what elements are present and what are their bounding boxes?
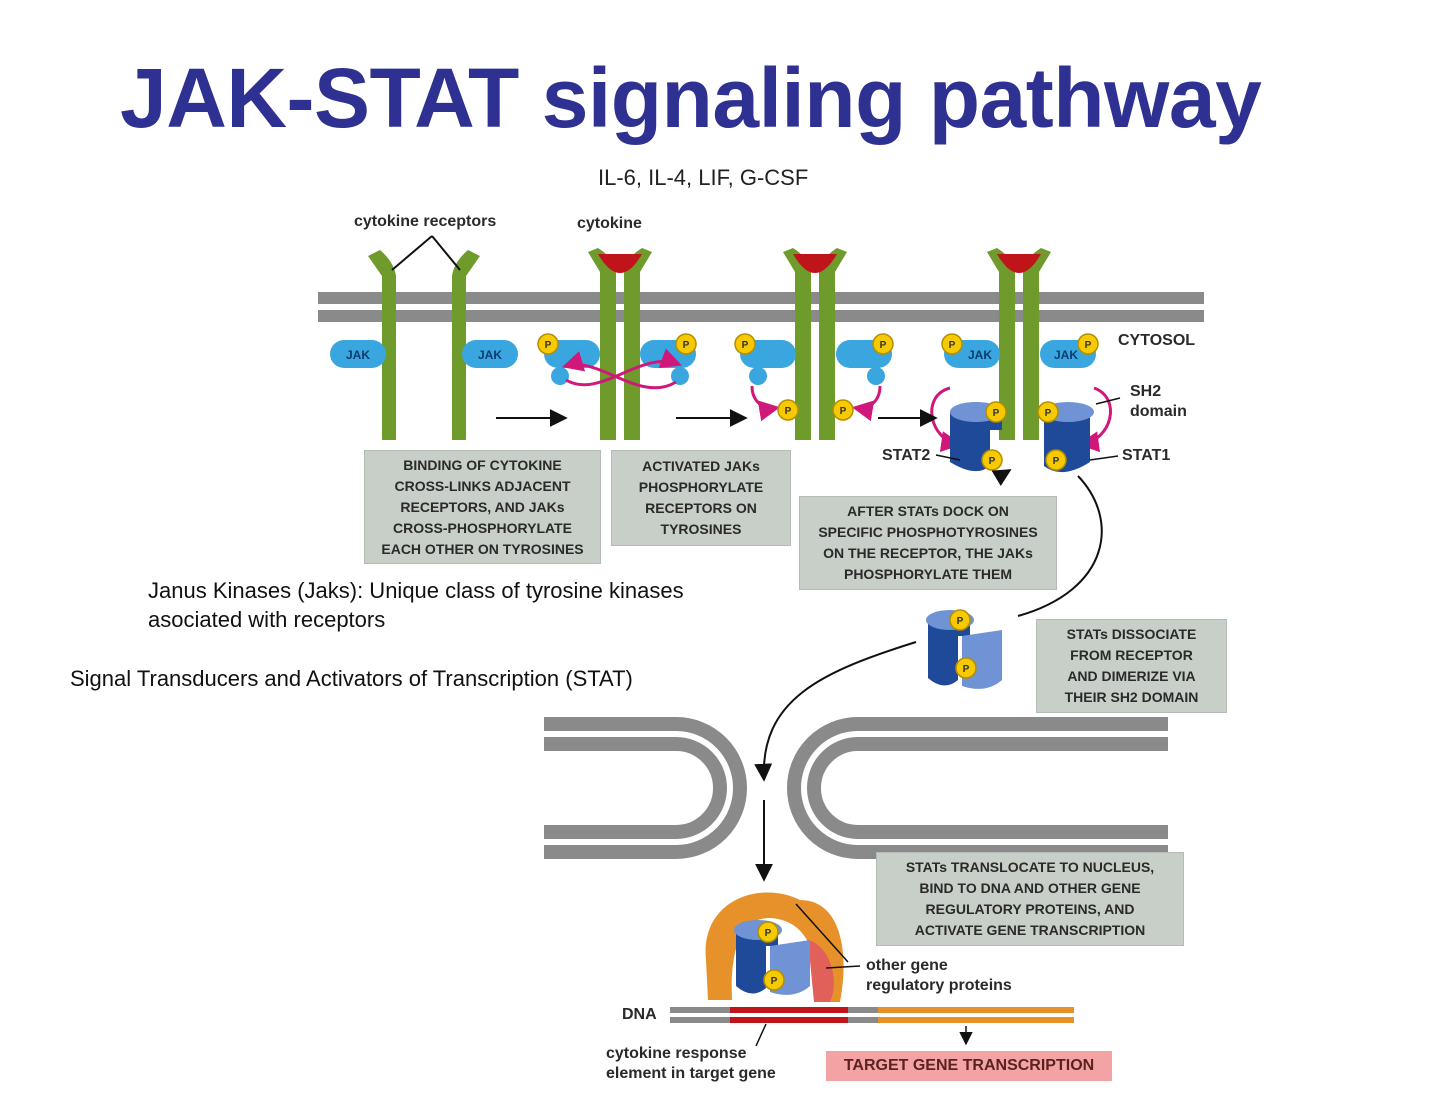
svg-text:P: P — [1085, 340, 1092, 351]
receptor-dimer-stage4 — [987, 248, 1051, 440]
label-cre-line1: cytokine response — [606, 1045, 747, 1062]
caption-line: CROSS-LINKS ADJACENT — [394, 477, 571, 494]
jak-stage2: P P — [537, 333, 697, 390]
label-cytokine-response-element: cytokine response element in target gene — [606, 1044, 776, 1084]
caption-line: FROM RECEPTOR — [1070, 647, 1193, 663]
caption-line: REGULATORY PROTEINS, AND — [925, 901, 1135, 917]
label-cytokine: cytokine — [577, 215, 642, 232]
label-other-line1: other gene — [866, 957, 948, 974]
svg-text:P: P — [771, 976, 778, 987]
jak-stage1-left: JAK — [330, 340, 386, 368]
label-dna: DNA — [622, 1006, 657, 1023]
caption-line: TYROSINES — [660, 521, 742, 537]
label-sh2-line1: SH2 — [1130, 383, 1162, 400]
jak-stage3: P P P P — [734, 333, 894, 422]
caption-line: PHOSPHORYLATE — [638, 479, 764, 495]
target-gene-transcription: TARGET GENE TRANSCRIPTION — [826, 1051, 1112, 1081]
caption-translocate: STATs TRANSLOCATE TO NUCLEUS, BIND TO DN… — [876, 852, 1184, 946]
caption-line: ACTIVATED JAKs — [642, 458, 760, 474]
ligand-list: IL-6, IL-4, LIF, G-CSF — [598, 165, 809, 190]
caption-dock: AFTER STATs DOCK ON SPECIFIC PHOSPHOTYRO… — [799, 496, 1057, 590]
label-cre-line2: element in target gene — [606, 1065, 776, 1082]
caption-line: RECEPTORS, AND JAKs — [400, 498, 565, 515]
cytokine-stage3 — [793, 254, 837, 273]
caption-line: AND DIMERIZE VIA — [1067, 668, 1196, 684]
stat1-docked: P P — [1037, 401, 1094, 473]
caption-activated: ACTIVATED JAKs PHOSPHORYLATE RECEPTORS O… — [611, 450, 791, 546]
svg-text:P: P — [989, 456, 996, 467]
svg-text:P: P — [993, 408, 1000, 419]
caption-line: BINDING OF CYTOKINE — [403, 456, 562, 473]
arrow-dissociate — [1017, 475, 1103, 617]
caption-line: THEIR SH2 DOMAIN — [1064, 689, 1199, 705]
receptor-dimer-stage3 — [783, 248, 847, 440]
caption-line: STATs DISSOCIATE — [1066, 626, 1197, 642]
cytokine-stage2 — [598, 254, 642, 273]
stat-dimer: P P — [926, 609, 1002, 689]
cytokine-stage4 — [997, 254, 1041, 273]
svg-text:P: P — [785, 406, 792, 417]
svg-text:P: P — [545, 340, 552, 351]
caption-dissociate: STATs DISSOCIATE FROM RECEPTOR AND DIMER… — [1036, 619, 1227, 713]
caption-line: SPECIFIC PHOSPHOTYROSINES — [818, 524, 1038, 540]
svg-text:JAK: JAK — [1054, 348, 1078, 362]
caption-line: PHOSPHORYLATE THEM — [843, 566, 1012, 582]
membrane-outer — [318, 292, 1204, 304]
jak-stage4: JAK JAK P P — [930, 333, 1112, 453]
note-stat-definition: Signal Transducers and Activators of Tra… — [70, 666, 633, 691]
label-other-line2: regulatory proteins — [866, 977, 1012, 994]
membrane-inner — [318, 310, 1204, 322]
caption-binding: BINDING OF CYTOKINE CROSS-LINKS ADJACENT… — [364, 450, 601, 564]
svg-text:P: P — [957, 616, 964, 627]
arrow-to-nucleus — [754, 641, 917, 782]
jak-label: JAK — [346, 348, 370, 362]
caption-line: ACTIVATE GENE TRANSCRIPTION — [914, 922, 1146, 938]
caption-line: EACH OTHER ON TYROSINES — [381, 540, 584, 557]
caption-line: AFTER STATs DOCK ON — [847, 503, 1009, 519]
svg-text:P: P — [765, 928, 772, 939]
svg-text:P: P — [949, 340, 956, 351]
dna-strand — [670, 1007, 1074, 1023]
receptor-dimer-stage2 — [588, 248, 652, 440]
svg-text:P: P — [963, 664, 970, 675]
svg-text:P: P — [880, 340, 887, 351]
stat2-docked: P P — [950, 401, 1007, 472]
label-cytokine-receptors: cytokine receptors — [354, 213, 497, 230]
caption-line: CROSS-PHOSPHORYLATE — [393, 519, 572, 536]
label-sh2-domain: SH2 domain — [1130, 382, 1187, 422]
svg-text:P: P — [1053, 456, 1060, 467]
nuclear-envelope-right — [787, 717, 1168, 859]
label-other-gene-regulatory: other gene regulatory proteins — [866, 956, 1012, 996]
svg-text:P: P — [840, 406, 847, 417]
caption-line: BIND TO DNA AND OTHER GENE — [919, 880, 1141, 896]
regulatory-complex: P P — [705, 892, 844, 1002]
jak-label: JAK — [478, 348, 502, 362]
label-cytosol: CYTOSOL — [1118, 332, 1196, 349]
svg-text:P: P — [1045, 408, 1052, 419]
svg-text:P: P — [683, 340, 690, 351]
caption-line: ON THE RECEPTOR, THE JAKs — [823, 545, 1033, 561]
caption-line: STATs TRANSLOCATE TO NUCLEUS, — [905, 859, 1155, 875]
jak-stage1-right: JAK — [462, 340, 518, 368]
label-sh2-line2: domain — [1130, 403, 1187, 420]
page-title: JAK-STAT signaling pathway — [120, 51, 1262, 145]
label-stat1: STAT1 — [1122, 447, 1171, 464]
note-janus-kinases: Janus Kinases (Jaks): Unique class of ty… — [148, 578, 684, 632]
svg-text:P: P — [742, 340, 749, 351]
nuclear-envelope-left — [544, 717, 747, 859]
svg-text:JAK: JAK — [968, 348, 992, 362]
caption-line: RECEPTORS ON — [645, 500, 757, 516]
label-stat2: STAT2 — [882, 447, 931, 464]
